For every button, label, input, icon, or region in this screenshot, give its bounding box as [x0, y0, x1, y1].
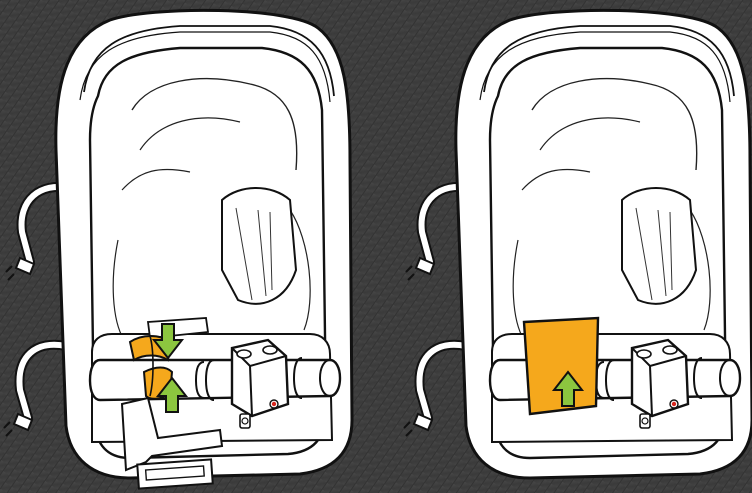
illustration-canvas: [0, 0, 752, 493]
instruction-illustration: [0, 0, 752, 493]
